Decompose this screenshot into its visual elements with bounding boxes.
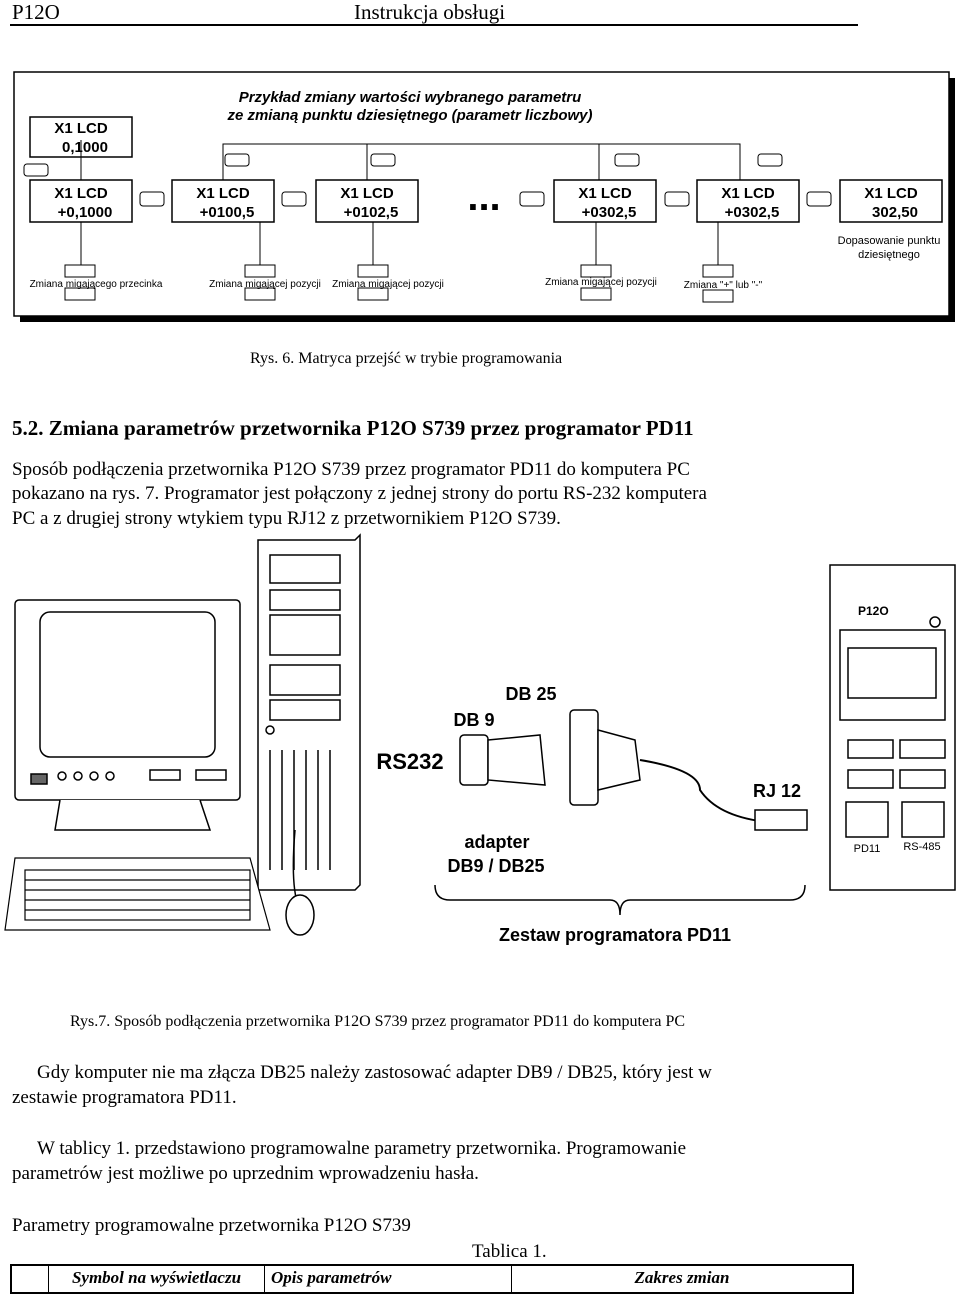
p3-line1: W tablicy 1. przedstawiono programowalne… <box>37 1138 687 1159</box>
fig7-caption: Rys.7. Sposób podłączenia przetwornika P… <box>70 1013 686 1030</box>
fig6-diagram: Przykład zmiany wartości wybranego param… <box>13 71 955 322</box>
label-1: Zmiana migającego przecinka <box>30 279 163 290</box>
table-col-blank <box>12 1266 49 1292</box>
svg-text:+0302,5: +0302,5 <box>582 204 637 221</box>
fig6-title-2: ze zmianą punktu dziesiętnego (parametr … <box>226 107 592 124</box>
box-2: X1 LCD +0100,5 <box>171 179 275 223</box>
svg-text:+0,1000: +0,1000 <box>58 204 113 221</box>
table-header-symbol: Symbol na wyświetlaczu <box>49 1266 265 1292</box>
section-para-line1: Sposób podłączenia przetwornika P12O S73… <box>12 459 690 480</box>
fig6-title-1: Przykład zmiany wartości wybranego param… <box>239 89 582 106</box>
label-2: Zmiana migającej pozycji <box>209 279 321 290</box>
svg-text:X1 LCD: X1 LCD <box>340 185 394 202</box>
kit-label: Zestaw programatora PD11 <box>499 925 731 945</box>
fig7-diagram: RS232 DB 9 DB 25 RJ 12 adapter DB9 / DB2… <box>4 533 956 945</box>
rs232-label: RS232 <box>376 749 443 774</box>
db9-connector <box>459 734 546 786</box>
db25-label: DB 25 <box>505 684 556 704</box>
ellipsis: ... <box>467 175 500 219</box>
box-6: X1 LCD 302,50 <box>839 179 943 223</box>
section-para-line3: PC a z drugiej strony wtykiem typu RJ12 … <box>12 508 561 529</box>
label-4: Zmiana migającej pozycji <box>545 277 657 288</box>
pc-tower-drawing <box>257 533 361 891</box>
p3-line2: parametrów jest możliwe po uprzednim wpr… <box>12 1163 479 1184</box>
kit-brace <box>434 884 806 916</box>
mouse-drawing <box>285 829 315 936</box>
rj12-label: RJ 12 <box>753 781 801 801</box>
cable <box>639 759 781 824</box>
db9-label: DB 9 <box>453 710 494 730</box>
header-subtitle: Instrukcja obsługi <box>354 0 506 24</box>
label-3: Zmiana migającej pozycji <box>332 279 444 290</box>
box-5: X1 LCD +0302,5 <box>696 179 800 223</box>
section-heading: 5.2. Zmiana parametrów przetwornika P12O… <box>12 416 694 440</box>
box-3: X1 LCD +0102,5 <box>315 179 419 223</box>
rj12-plug <box>754 809 808 831</box>
keyboard-drawing <box>4 857 271 931</box>
db25-connector <box>569 709 641 806</box>
svg-text:+0302,5: +0302,5 <box>725 204 780 221</box>
params-table-header: Symbol na wyświetlaczu Opis parametrów Z… <box>10 1264 854 1294</box>
p12o-device-drawing <box>829 564 956 891</box>
arrow-keys <box>64 264 734 303</box>
svg-text:X1 LCD: X1 LCD <box>196 185 250 202</box>
svg-text:X1 LCD: X1 LCD <box>864 185 918 202</box>
device-name: P12O <box>858 604 889 618</box>
section-para-line2: pokazano na rys. 7. Programator jest poł… <box>12 483 707 504</box>
top-box-line1: X1 LCD <box>54 120 108 137</box>
adapter-label-1: adapter <box>464 832 529 852</box>
svg-text:302,50: 302,50 <box>872 204 918 221</box>
port-rs485-label: RS-485 <box>903 841 940 853</box>
label-5: Zmiana "+" lub "-" <box>684 280 763 291</box>
table-header-range: Zakres zmian <box>634 1268 730 1287</box>
box-1: X1 LCD +0,1000 <box>29 179 133 223</box>
decimal-label-1: Dopasowanie punktu <box>838 235 941 247</box>
monitor-drawing <box>14 599 241 831</box>
decimal-label-2: dziesiętnego <box>858 249 920 261</box>
header-title: P12O <box>12 0 60 24</box>
box-4: X1 LCD +0302,5 <box>553 179 657 223</box>
p2-line1: Gdy komputer nie ma złącza DB25 należy z… <box>37 1062 712 1083</box>
svg-text:X1 LCD: X1 LCD <box>54 185 108 202</box>
table-header-description: Opis parametrów <box>265 1266 512 1292</box>
p2-line2: zestawie programatora PD11. <box>12 1087 237 1108</box>
fig6-caption: Rys. 6. Matryca przejść w trybie program… <box>250 350 563 367</box>
port-pd11-label: PD11 <box>854 843 881 855</box>
svg-text:+0102,5: +0102,5 <box>344 204 399 221</box>
svg-text:X1 LCD: X1 LCD <box>721 185 775 202</box>
svg-text:+0100,5: +0100,5 <box>200 204 255 221</box>
svg-text:X1 LCD: X1 LCD <box>578 185 632 202</box>
top-box-line2: 0,1000 <box>62 139 108 156</box>
table-label: Tablica 1. <box>472 1241 547 1262</box>
adapter-label-2: DB9 / DB25 <box>447 856 544 876</box>
table-title: Parametry programowalne przetwornika P12… <box>12 1215 411 1236</box>
header-rule <box>10 24 858 26</box>
